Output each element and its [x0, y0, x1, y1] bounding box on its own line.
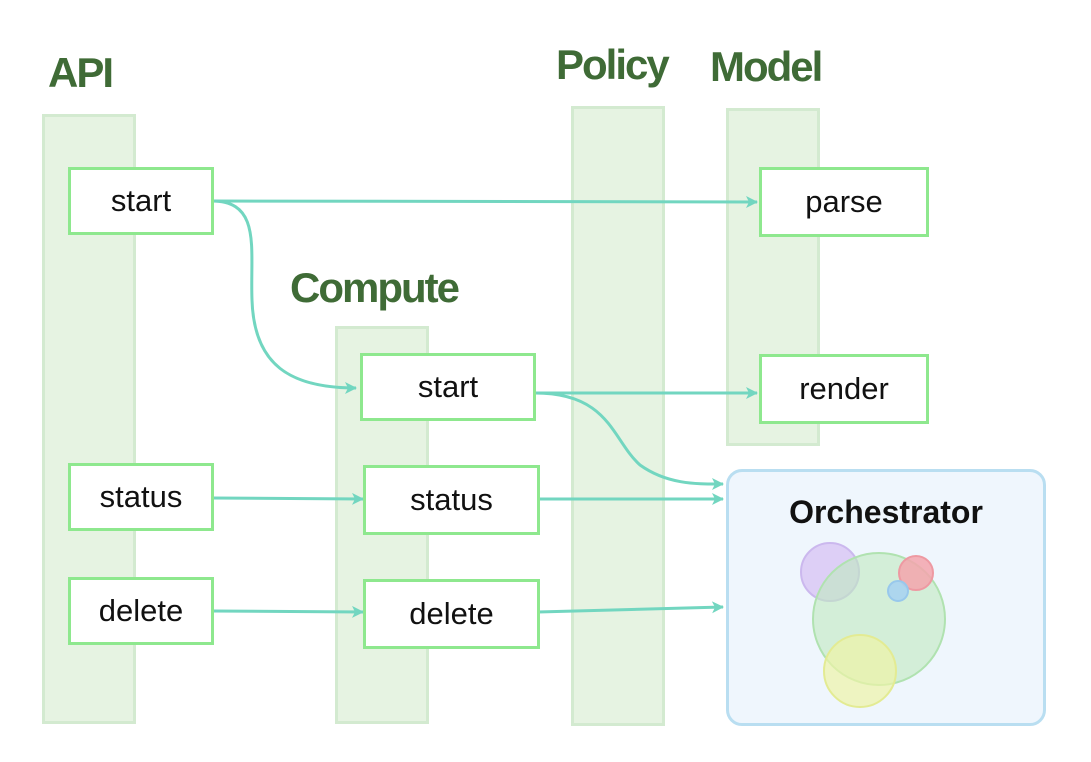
edge-api-start-to-parse — [211, 195, 758, 208]
compute-delete-node[interactable]: delete — [363, 579, 540, 649]
orchestrator-title: Orchestrator — [789, 494, 983, 530]
model-lane-title: Model — [710, 43, 823, 90]
policy-lane-title: Policy — [556, 41, 670, 88]
api-status-node[interactable]: status — [68, 463, 214, 531]
model-parse-node[interactable]: parse — [759, 167, 929, 237]
api-delete-node[interactable]: delete — [68, 577, 214, 645]
compute-start-node[interactable]: start — [360, 353, 536, 421]
orchestrator-box: Orchestrator — [726, 469, 1046, 726]
orchestrator-blue-circle — [887, 580, 909, 602]
edge-api-status-to-compute-status — [211, 492, 364, 505]
policy-lane — [571, 106, 665, 726]
edge-compute-delete-to-orchestrator — [537, 601, 724, 614]
edge-api-delete-to-compute-delete — [211, 605, 364, 618]
orchestrator-yellow-circle — [823, 634, 897, 708]
orchestrator-red-circle — [898, 555, 934, 591]
model-render-node[interactable]: render — [759, 354, 929, 424]
edge-api-start-to-compute-start — [211, 199, 357, 394]
api-start-node[interactable]: start — [68, 167, 214, 235]
api-lane-title: API — [48, 49, 114, 96]
compute-status-node[interactable]: status — [363, 465, 540, 535]
edge-compute-start-to-orchestrator — [534, 391, 724, 491]
compute-lane-title: Compute — [290, 264, 460, 311]
orchestrator-graphic — [800, 542, 946, 708]
